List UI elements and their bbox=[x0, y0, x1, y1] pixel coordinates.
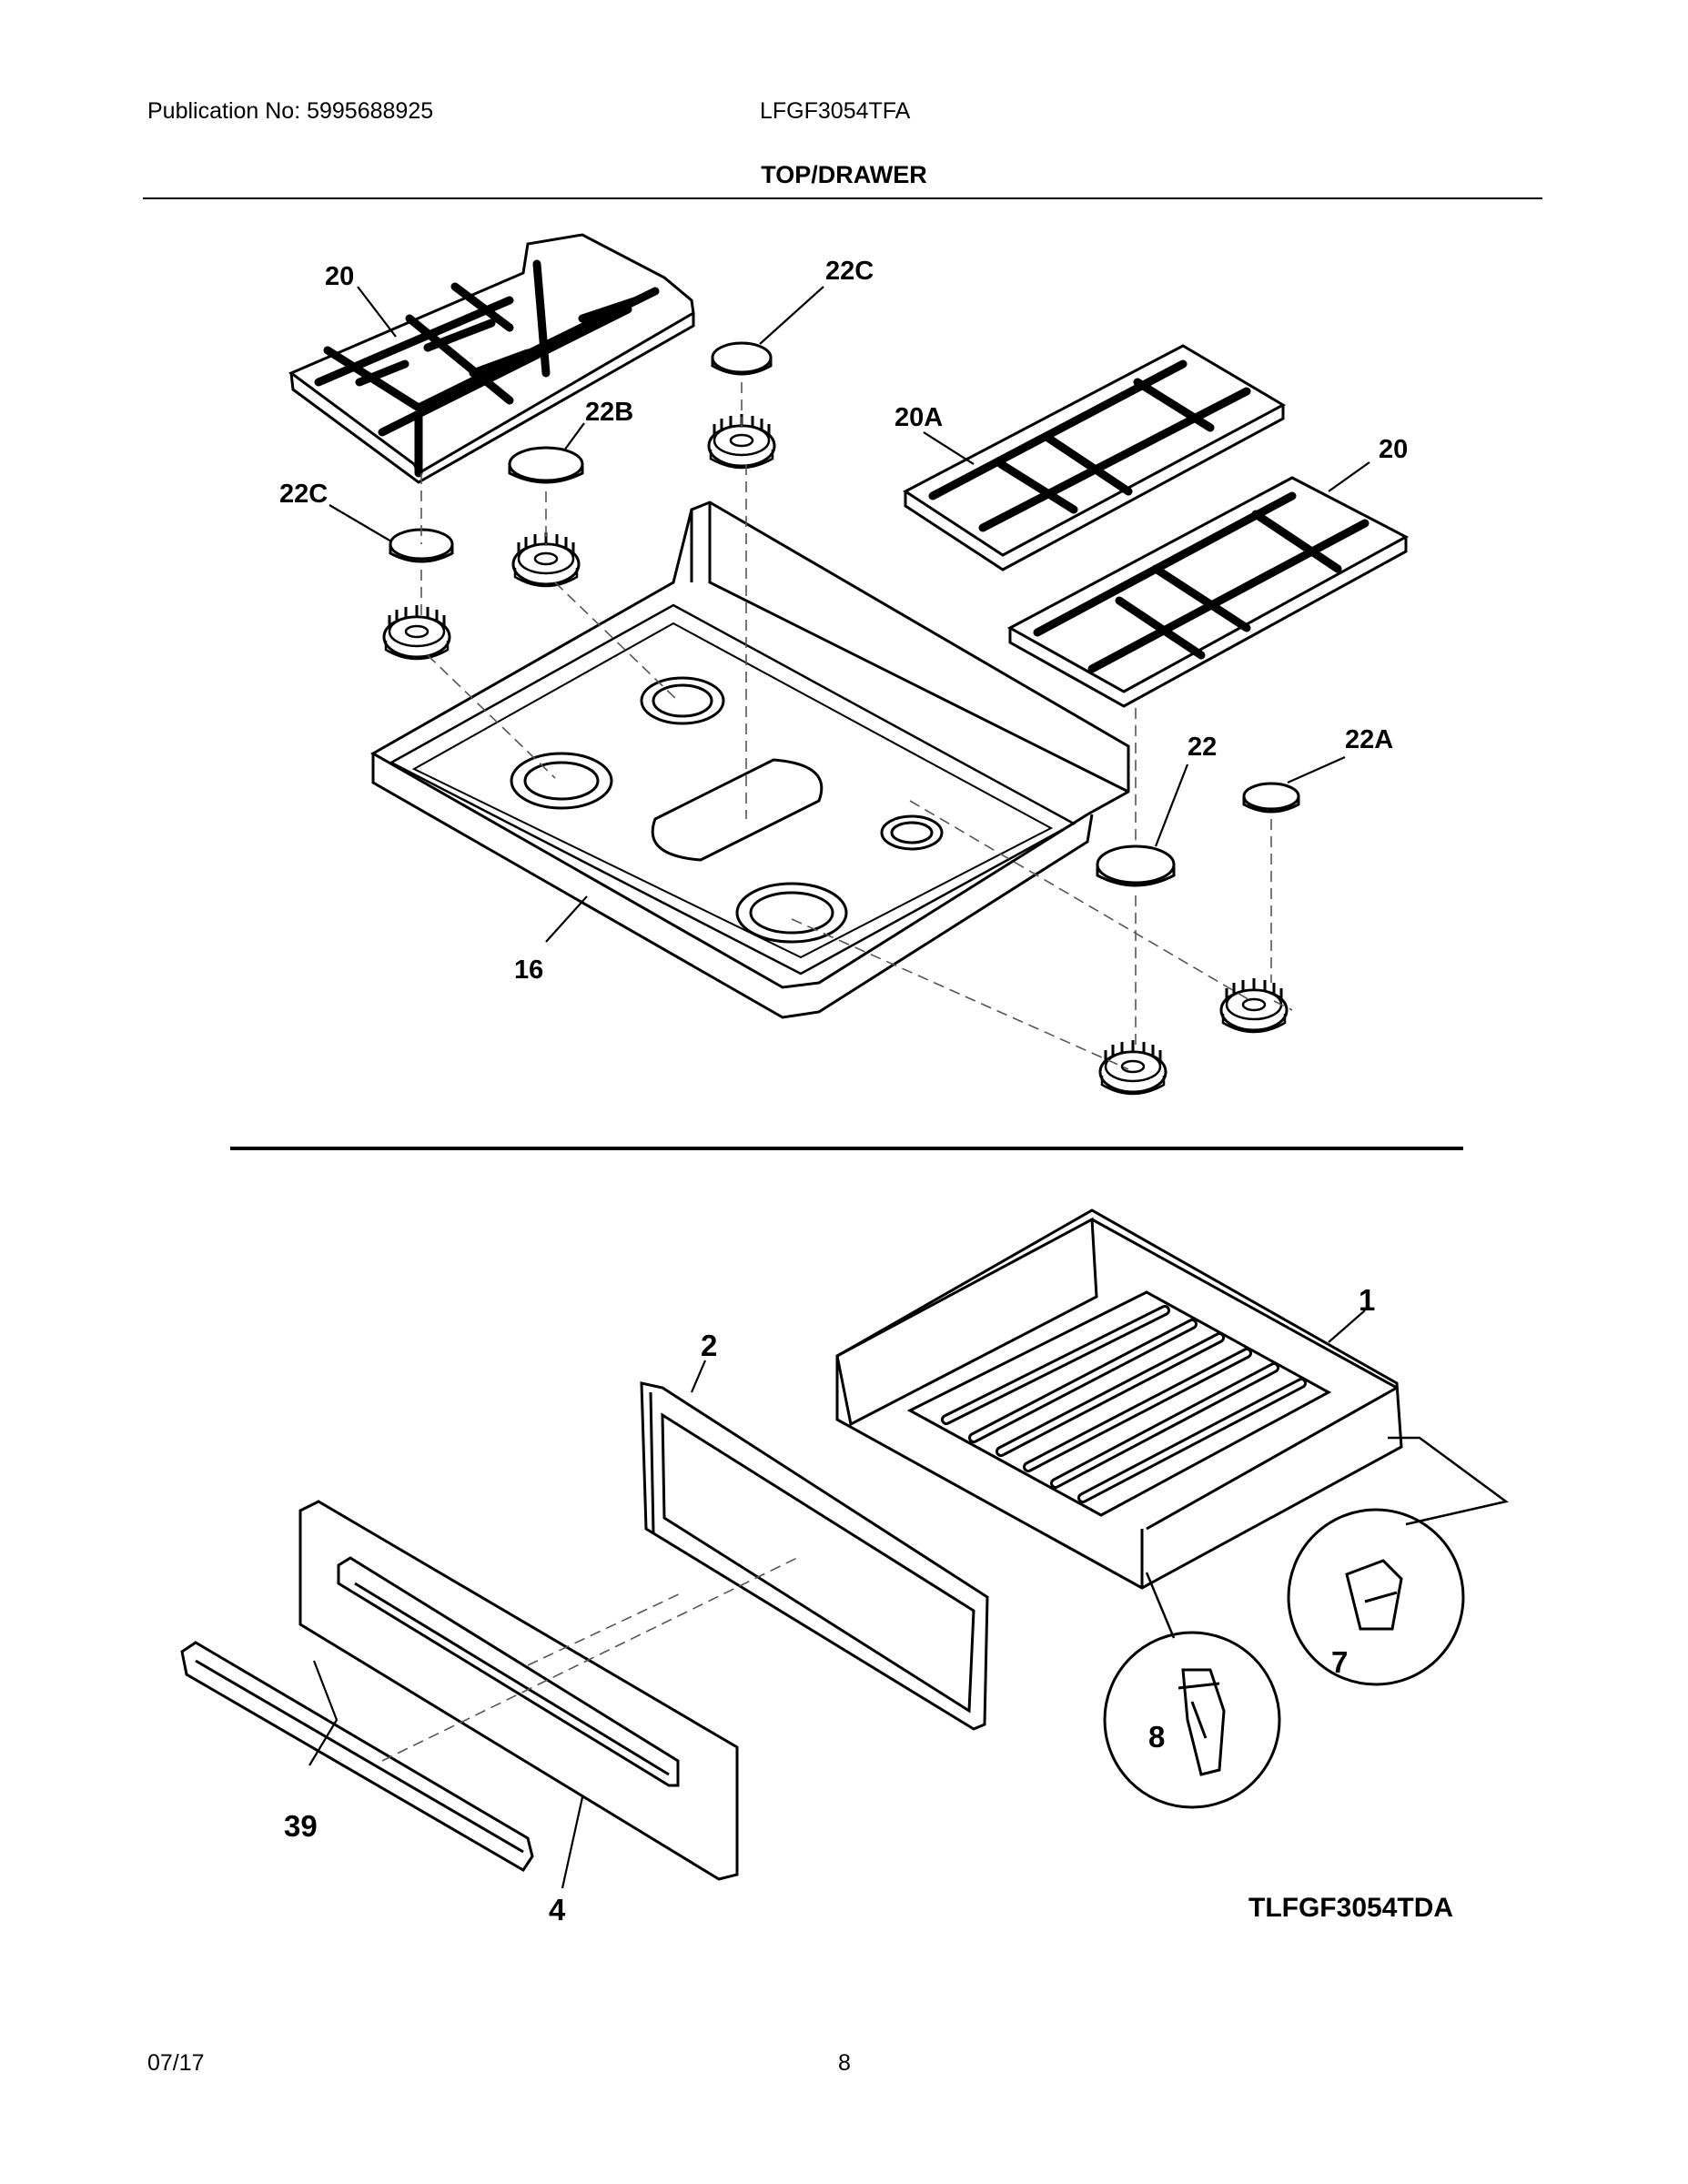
callout-clip-7: 7 bbox=[1331, 1645, 1348, 1679]
drawer-alignment-lines bbox=[381, 1555, 802, 1762]
callout-cooktop: 16 bbox=[514, 956, 543, 985]
callout-cap-22b: 22B bbox=[585, 398, 633, 427]
page-number: 8 bbox=[838, 2050, 851, 2076]
leader-lines-bottom bbox=[308, 1309, 1366, 1889]
callout-drawer-body: 1 bbox=[1359, 1283, 1375, 1317]
drawer-panel-part bbox=[298, 1500, 739, 1881]
callout-grate-right: 20 bbox=[1379, 435, 1408, 464]
section-divider bbox=[230, 1147, 1463, 1150]
cooktop-part bbox=[369, 500, 1130, 1019]
detail-clip-7 bbox=[1287, 1436, 1509, 1686]
drawer-frame-part bbox=[640, 1381, 989, 1731]
callout-cap-22: 22 bbox=[1188, 733, 1217, 762]
callout-drawer-trim: 39 bbox=[284, 1809, 318, 1843]
grate-left-part bbox=[288, 233, 695, 484]
leader-lines-top bbox=[329, 286, 1370, 943]
publication-number: Publication No: 5995688925 bbox=[147, 98, 434, 124]
header-rule bbox=[143, 197, 1542, 199]
callout-clip-8: 8 bbox=[1148, 1720, 1165, 1754]
footer-date: 07/17 bbox=[147, 2050, 205, 2076]
callout-grate-20a: 20A bbox=[895, 403, 943, 432]
callout-drawer-frame: 2 bbox=[701, 1329, 717, 1362]
model-number: LFGF3054TFA bbox=[760, 98, 911, 124]
figure-code: TLFGF3054TDA bbox=[1248, 1893, 1454, 1923]
callout-cap-left-small: 22C bbox=[279, 480, 328, 509]
callout-grate-left: 20 bbox=[325, 262, 354, 291]
grate-20a-part bbox=[903, 344, 1287, 571]
page-title: TOP/DRAWER bbox=[761, 161, 927, 188]
grate-right-part bbox=[1006, 476, 1410, 708]
drawer-body-part bbox=[835, 1208, 1403, 1590]
callout-cap-22a: 22A bbox=[1345, 725, 1393, 754]
alignment-lines bbox=[420, 382, 1293, 1070]
callout-drawer-panel: 4 bbox=[549, 1893, 566, 1926]
drawer-trim-part bbox=[180, 1641, 534, 1873]
detail-clip-8 bbox=[1103, 1572, 1281, 1809]
callout-cap-top-small: 22C bbox=[825, 257, 874, 286]
